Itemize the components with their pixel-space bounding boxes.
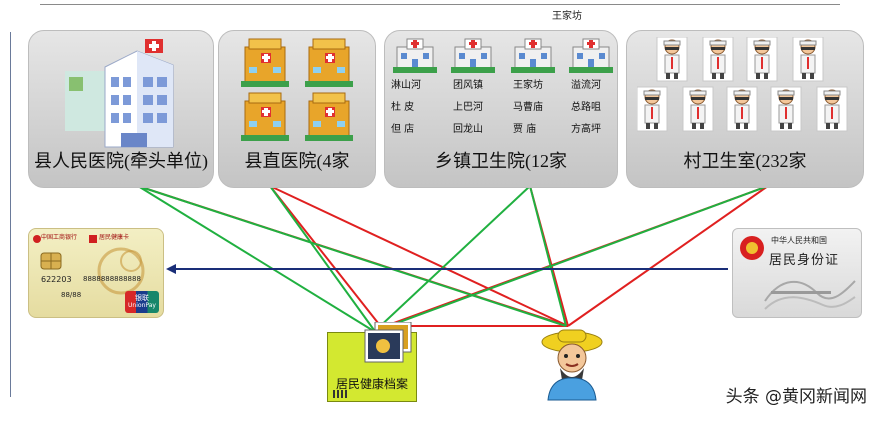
township-name: 马曹庙: [513, 102, 543, 113]
watermark: 头条 @黄冈新闻网: [725, 387, 867, 407]
green-line-4: [377, 185, 769, 331]
id-card-pattern: [764, 280, 856, 310]
green-line-6: [529, 185, 567, 327]
green-line-1: [137, 185, 373, 331]
health-bank-card: 中国工商银行 居民健康卡 622203 8888888888888 88/88 …: [28, 228, 164, 318]
photo-stack-icon: [364, 322, 412, 363]
national-emblem-icon: [740, 236, 764, 260]
archive-label: 居民健康档案: [335, 377, 408, 391]
panel-label-township-health-centers: 乡镇卫生院(12家: [435, 151, 567, 171]
id-card: 中华人民共和国 居民身份证: [732, 228, 862, 318]
red-line-2: [269, 185, 569, 327]
green-line-5: [137, 185, 567, 327]
panel-label-county-hospital: 县人民医院(牵头单位): [34, 151, 208, 171]
township-name: 淋山河: [391, 80, 421, 91]
township-name: 团风镇: [453, 80, 483, 91]
top-label: 王家坊: [552, 11, 582, 22]
id-card-country: 中华人民共和国: [771, 236, 827, 245]
panel-county-direct-hospitals: 县直医院(4家: [218, 30, 376, 188]
township-name: 总路咀: [571, 102, 601, 113]
township-name: 上巴河: [453, 102, 483, 113]
building-cluster-icon: [240, 38, 354, 142]
card-number-prefix: 622203: [41, 275, 72, 284]
red-line-7: [269, 185, 383, 329]
township-names-grid: 淋山河 团风镇 王家坊 溢流河 杜 皮 上巴河 马曹庙 总路咀 但 店 回龙山 …: [389, 75, 613, 145]
health-archive-folder: 居民健康档案: [327, 322, 417, 402]
panel-label-village-clinics: 村卫生室(232家: [683, 151, 807, 171]
card-expiry: 88/88: [61, 291, 82, 299]
card-bank-name: 中国工商银行: [41, 234, 78, 241]
arrow-head: [166, 264, 176, 274]
township-name: 溢流河: [571, 80, 601, 91]
green-line-3: [375, 185, 531, 331]
township-name: 贾 庙: [513, 124, 537, 135]
card-number: 8888888888888: [83, 275, 141, 283]
top-rule: [40, 4, 840, 5]
township-name: 方高坪: [571, 124, 601, 135]
card-decoration: [33, 235, 145, 295]
panel-county-hospital: 县人民医院(牵头单位): [28, 30, 214, 188]
hospital-building-icon: [65, 39, 174, 148]
township-name: 但 店: [391, 124, 415, 135]
green-line-2: [269, 185, 375, 331]
clinic-row-icons: [393, 38, 613, 74]
id-card-title: 居民身份证: [769, 253, 840, 268]
red-line-4: [567, 185, 769, 327]
folder-mark: [333, 390, 347, 398]
township-name: 杜 皮: [391, 102, 415, 113]
township-name: 王家坊: [513, 80, 543, 91]
resident-person-icon: [541, 329, 603, 401]
panel-label-county-direct-hospitals: 县直医院(4家: [244, 151, 350, 171]
township-name: 回龙山: [453, 124, 483, 135]
unionpay-logo-icon: 银联 UnionPay: [125, 291, 159, 313]
left-rule: [10, 32, 11, 397]
panel-village-clinics: 村卫生室(232家: [626, 30, 864, 188]
card-name: 居民健康卡: [99, 234, 130, 241]
panel-township-health-centers: 淋山河 团风镇 王家坊 溢流河 杜 皮 上巴河 马曹庙 总路咀 但 店 回龙山 …: [384, 30, 618, 188]
doctor-group-icon: [637, 37, 848, 132]
